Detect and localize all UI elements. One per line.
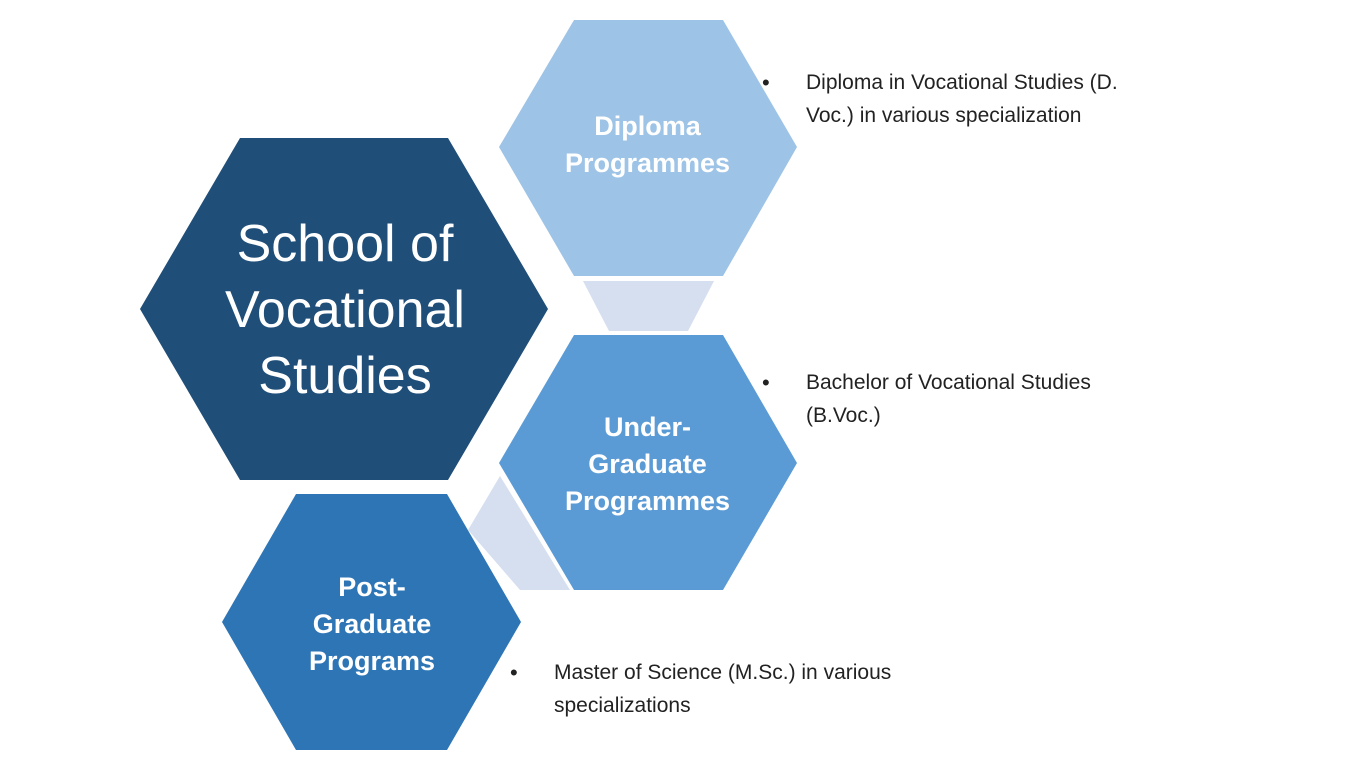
main-title: School of Vocational Studies [225,215,465,405]
bullet-icon: • [762,370,770,395]
connector-diploma-undergrad [583,281,714,331]
diploma-description: Diploma in Vocational Studies (D. Voc.) … [806,71,1118,127]
undergraduate-label: Under- Graduate Programmes [564,411,731,516]
diploma-hexagon [499,20,797,276]
postgraduate-description-item: • Master of Science (M.Sc.) in various s… [510,656,1030,722]
bullet-icon: • [762,70,770,95]
undergraduate-description: Bachelor of Vocational Studies (B.Voc.) [806,371,1091,427]
main-hexagon [140,138,548,480]
undergraduate-hexagon [499,335,797,590]
undergraduate-description-item: • Bachelor of Vocational Studies (B.Voc.… [762,366,1232,432]
postgraduate-hexagon [222,494,521,750]
postgraduate-label: Post- Graduate Programs [308,571,436,676]
postgraduate-description: Master of Science (M.Sc.) in various spe… [554,661,892,717]
bullet-icon: • [510,660,518,685]
diploma-description-item: • Diploma in Vocational Studies (D. Voc.… [762,66,1232,132]
diploma-label: Diploma Programmes [564,111,731,178]
connector-undergrad-postgrad [468,476,570,590]
